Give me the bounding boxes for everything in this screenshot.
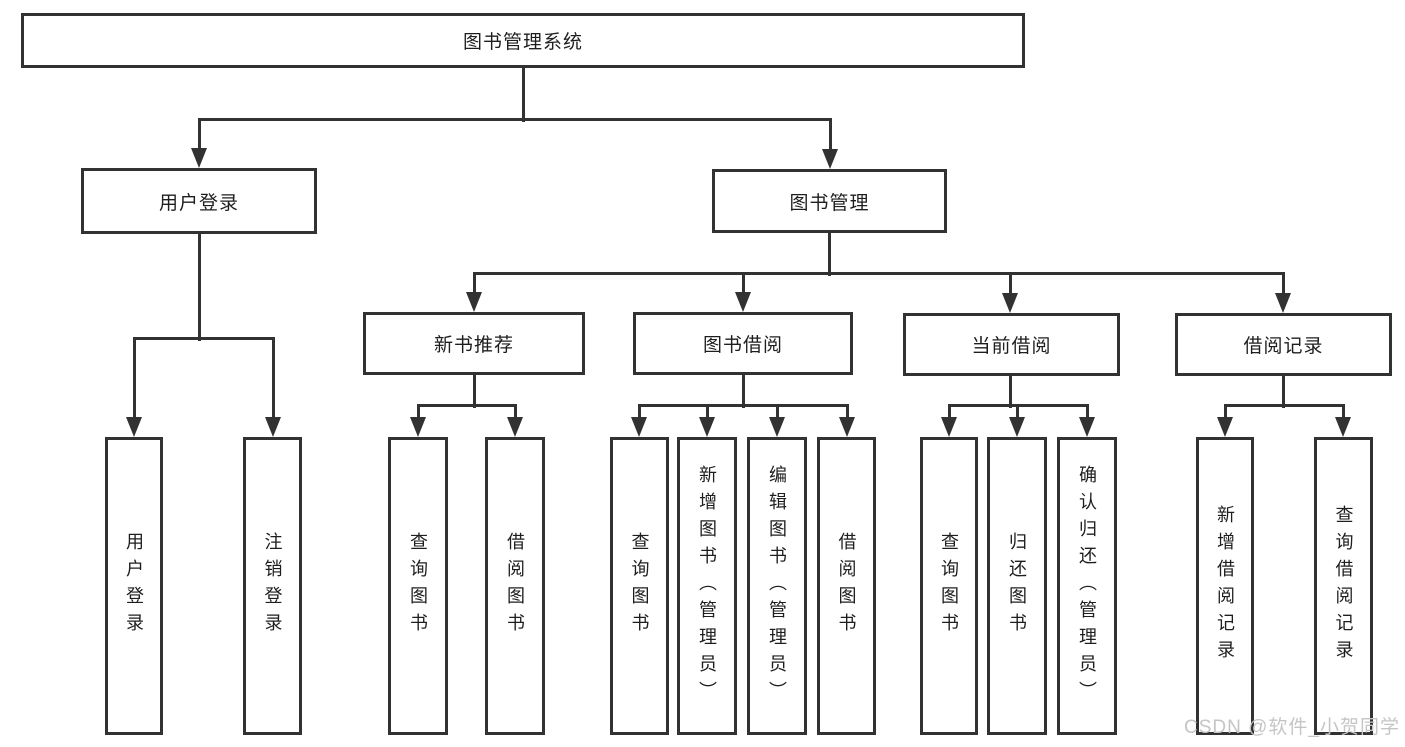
- diagram-node-book-management: 图书管理: [712, 169, 947, 233]
- diagram-node-borrowing-records: 借阅记录: [1175, 313, 1392, 376]
- connector-arrow-shaft: [472, 273, 476, 294]
- arrowhead-down-icon: [410, 417, 426, 437]
- connector-rail: [197, 117, 832, 121]
- diagram-node-user-login: 用户登录: [81, 168, 317, 234]
- connector-rail: [416, 403, 517, 407]
- arrowhead-down-icon: [191, 148, 207, 168]
- arrowhead-down-icon: [941, 417, 957, 437]
- arrowhead-down-icon: [265, 417, 281, 437]
- connector-stem: [1008, 376, 1012, 408]
- connector-rail: [1223, 403, 1345, 407]
- connector-arrow-shaft: [197, 119, 201, 150]
- connector-arrow-shaft: [1281, 273, 1285, 295]
- arrowhead-down-icon: [126, 417, 142, 437]
- connector-stem: [197, 234, 201, 341]
- connector-arrow-shaft: [1085, 405, 1089, 419]
- diagram-node-leaf-query-borrow-record: 查询借阅记录: [1314, 437, 1373, 735]
- arrowhead-down-icon: [1275, 293, 1291, 313]
- arrowhead-down-icon: [1335, 417, 1351, 437]
- diagram-node-leaf-user-login: 用户登录: [105, 437, 163, 735]
- csdn-watermark: CSDN @软件_小贺同学: [1184, 717, 1400, 738]
- connector-arrow-shaft: [1223, 405, 1227, 419]
- diagram-node-leaf-logout: 注销登录: [243, 437, 302, 735]
- connector-arrow-shaft: [947, 405, 951, 419]
- connector-arrow-shaft: [513, 405, 517, 419]
- connector-stem: [741, 375, 745, 408]
- diagram-node-new-book-recommend: 新书推荐: [363, 312, 585, 375]
- connector-arrow-shaft: [775, 405, 779, 419]
- connector-arrow-shaft: [416, 405, 420, 419]
- connector-arrow-shaft: [637, 405, 641, 419]
- diagram-node-leaf-borrow-books-1: 借阅图书: [485, 437, 545, 735]
- connector-arrow-shaft: [132, 338, 136, 419]
- connector-stem: [827, 233, 831, 276]
- diagram-node-leaf-return-books: 归还图书: [987, 437, 1047, 735]
- arrowhead-down-icon: [507, 417, 523, 437]
- diagram-node-leaf-edit-books: 编辑图书（管理员）: [747, 437, 807, 735]
- connector-arrow-shaft: [741, 273, 745, 294]
- connector-arrow-shaft: [845, 405, 849, 419]
- diagram-node-leaf-add-borrow-record: 新增借阅记录: [1196, 437, 1254, 735]
- arrowhead-down-icon: [466, 292, 482, 312]
- arrowhead-down-icon: [1009, 417, 1025, 437]
- connector-rail: [472, 271, 1285, 275]
- diagram-node-leaf-borrow-books-2: 借阅图书: [817, 437, 876, 735]
- connector-arrow-shaft: [271, 338, 275, 419]
- connector-arrow-shaft: [705, 405, 709, 419]
- arrowhead-down-icon: [699, 417, 715, 437]
- connector-stem: [1281, 376, 1285, 408]
- diagram-node-leaf-confirm-return: 确认归还（管理员）: [1057, 437, 1117, 735]
- connector-stem: [521, 68, 525, 122]
- arrowhead-down-icon: [735, 292, 751, 312]
- arrowhead-down-icon: [1002, 293, 1018, 313]
- diagram-node-root: 图书管理系统: [21, 13, 1025, 68]
- diagram-node-book-borrowing: 图书借阅: [633, 312, 853, 375]
- diagram-node-current-borrowing: 当前借阅: [903, 313, 1120, 376]
- connector-stem: [472, 375, 476, 408]
- connector-rail: [637, 403, 849, 407]
- diagram-node-leaf-query-books-3: 查询图书: [920, 437, 978, 735]
- diagram-node-leaf-query-books-2: 查询图书: [610, 437, 669, 735]
- connector-arrow-shaft: [1008, 273, 1012, 295]
- diagram-node-leaf-query-books-1: 查询图书: [388, 437, 448, 735]
- arrowhead-down-icon: [822, 149, 838, 169]
- arrowhead-down-icon: [839, 417, 855, 437]
- connector-arrow-shaft: [1341, 405, 1345, 419]
- arrowhead-down-icon: [769, 417, 785, 437]
- diagram-node-leaf-add-books: 新增图书（管理员）: [677, 437, 737, 735]
- connector-arrow-shaft: [1015, 405, 1019, 419]
- arrowhead-down-icon: [1217, 417, 1233, 437]
- arrowhead-down-icon: [1079, 417, 1095, 437]
- arrowhead-down-icon: [631, 417, 647, 437]
- connector-arrow-shaft: [828, 119, 832, 151]
- connector-rail: [132, 336, 275, 340]
